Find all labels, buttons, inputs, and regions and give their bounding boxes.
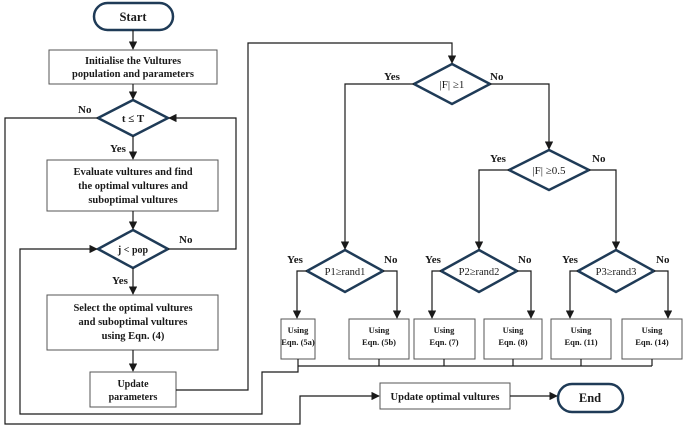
evaluate-label-1: Evaluate vultures and find <box>73 167 192 178</box>
p1-yes-label: Yes <box>287 254 304 266</box>
arrow-f1-no <box>490 83 554 150</box>
end-label: End <box>579 391 601 405</box>
select-box <box>46 294 219 351</box>
end-terminal <box>556 382 625 414</box>
select-label-3: using Eqn. (4) <box>102 331 165 342</box>
inner-no-label: No <box>179 234 193 246</box>
eq-11-label-1: Using <box>571 325 593 335</box>
eq-5a-label-1: Using <box>288 325 310 335</box>
init-label-2: population and parameters <box>72 69 194 80</box>
f1-no-label: No <box>490 71 504 83</box>
f-ge-1-diamond <box>411 62 493 106</box>
loop-yes-label: Yes <box>110 143 127 155</box>
arrow-f05-yes <box>474 169 509 250</box>
eq-5a-box <box>280 318 316 360</box>
update-optimal-box <box>379 382 511 410</box>
arrow-p2-yes <box>427 270 441 319</box>
loop-condition-label: t ≤ T <box>122 113 145 125</box>
update-parameters-label-2: parameters <box>109 392 158 403</box>
eq-5b-box <box>348 318 410 360</box>
arrow-f1-yes <box>340 83 414 250</box>
inner-condition-label: j < pop <box>117 245 149 256</box>
arrow-p2-no <box>517 270 536 319</box>
eq-5b-label-1: Using <box>369 325 391 335</box>
p2-yes-label: Yes <box>425 254 442 266</box>
p1-label: P1≥rand1 <box>325 267 366 278</box>
evaluate-box <box>46 159 219 212</box>
eq-7-label-1: Using <box>434 325 456 335</box>
eq-7-box <box>413 318 476 360</box>
loop-no-label: No <box>78 104 92 116</box>
f-ge-1-label: |F| ≥1 <box>440 79 465 91</box>
arrow-loop-no-exit <box>4 117 380 425</box>
eq-11-box <box>550 318 612 360</box>
arrow-eq-back-to-inner <box>19 244 299 415</box>
arrow-p1-yes <box>292 270 307 319</box>
connectors <box>4 30 673 425</box>
p1-diamond <box>304 248 386 294</box>
inner-yes-label: Yes <box>112 275 129 287</box>
update-parameters-label-1: Update <box>117 379 149 390</box>
init-box <box>48 49 218 85</box>
arrow-p3-no <box>654 270 673 319</box>
select-label-1: Select the optimal vultures <box>73 303 192 314</box>
eq-11-label-2: Eqn. (11) <box>564 337 597 347</box>
p3-no-label: No <box>656 254 670 266</box>
start-label: Start <box>119 10 147 24</box>
eq-8-label-1: Using <box>503 325 525 335</box>
f-ge-05-diamond <box>506 148 592 192</box>
evaluate-label-3: suboptimal vultures <box>88 195 177 206</box>
select-label-2: and suboptimal vultures <box>79 317 188 328</box>
p1-no-label: No <box>384 254 398 266</box>
eq-14-label-1: Using <box>642 325 664 335</box>
arrow-p3-yes <box>565 270 578 319</box>
arrow-p1-no <box>383 270 402 319</box>
p2-no-label: No <box>518 254 532 266</box>
eq-8-label-2: Eqn. (8) <box>498 337 527 347</box>
f05-yes-label: Yes <box>490 153 507 165</box>
eq-14-label-2: Eqn. (14) <box>635 337 669 347</box>
f05-no-label: No <box>592 153 606 165</box>
arrow-f05-no <box>589 169 621 250</box>
evaluate-label-2: the optimal vultures and <box>78 181 188 192</box>
eq-7-label-2: Eqn. (7) <box>429 337 458 347</box>
eq-5a-label-2: Eqn. (5a) <box>281 337 315 347</box>
eq-5b-label-2: Eqn. (5b) <box>362 337 396 347</box>
p2-label: P2≥rand2 <box>459 267 500 278</box>
p3-yes-label: Yes <box>562 254 579 266</box>
p2-diamond <box>438 248 520 294</box>
update-optimal-label: Update optimal vultures <box>391 392 500 403</box>
p3-diamond <box>575 248 657 294</box>
arrow-update-to-f1 <box>176 42 457 391</box>
f-ge-05-label: |F| ≥0.5 <box>532 165 566 177</box>
f1-yes-label: Yes <box>384 71 401 83</box>
p3-label: P3≥rand3 <box>596 267 637 278</box>
init-label-1: Initialise the Vultures <box>85 56 181 67</box>
arrow-inner-no-loop <box>168 113 237 250</box>
